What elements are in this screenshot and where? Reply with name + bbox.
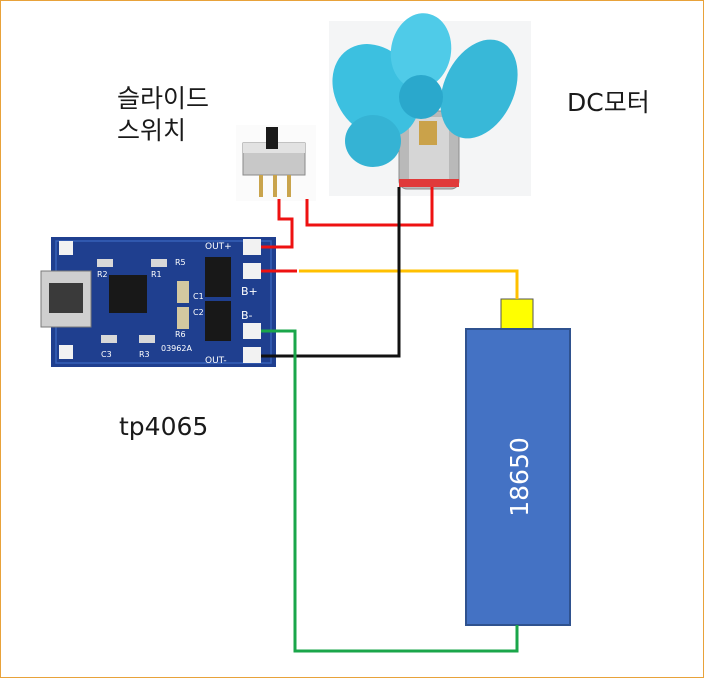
component-r1 [151, 259, 167, 267]
silk-chip-code: 03962A [161, 344, 192, 353]
silk-r5: R5 [175, 258, 186, 267]
component-c1 [177, 281, 189, 303]
silk-out-minus: OUT- [205, 356, 227, 366]
micro-usb-opening [49, 283, 83, 313]
silk-r3: R3 [139, 350, 150, 359]
battery-18650: 18650 [465, 298, 571, 626]
battery-label: 18650 [505, 437, 534, 517]
motor-copper-shaft [419, 121, 437, 145]
wire-black-motor-to-out-minus [261, 187, 401, 358]
fan-blade-top [390, 13, 452, 89]
mosfet-ic [205, 301, 231, 341]
switch-pin-2 [273, 175, 277, 197]
silk-r1: R1 [151, 270, 162, 279]
battery-positive-cap [500, 298, 534, 330]
component-c2 [177, 307, 189, 329]
charger-ic [109, 275, 147, 313]
charger-module-label: tp4065 [119, 412, 209, 441]
fan-blade-right [440, 39, 518, 139]
silk-b-minus: B- [241, 309, 253, 322]
wires [261, 187, 519, 653]
slide-switch-label-line1: 슬라이드 [117, 84, 210, 113]
switch-pin-3 [287, 175, 291, 197]
fan-blade-bottom [345, 115, 401, 167]
motor-red-base [399, 179, 459, 187]
silk-r2: R2 [97, 270, 108, 279]
silk-r6: R6 [175, 330, 186, 339]
wire-yellow-b-plus-to-battery [299, 269, 519, 299]
silk-c1: C1 [193, 292, 204, 301]
slide-switch [236, 125, 316, 201]
pad-b-minus [243, 323, 261, 339]
switch-pin-1 [259, 175, 263, 197]
pad-out-plus [243, 239, 261, 255]
slide-switch-label: 슬라이드 스위치 [117, 83, 247, 147]
battery-body [465, 328, 571, 626]
pad-in-plus [59, 241, 73, 255]
protection-ic [205, 257, 231, 297]
wire-red-switch-to-motor [305, 187, 434, 227]
pad-b-plus [243, 263, 261, 279]
silk-b-plus: B+ [241, 285, 258, 298]
charger-board: OUT+ B+ B- OUT- R2 R1 R5 R6 C1 C2 C3 R3 … [40, 237, 276, 367]
pad-in-minus [59, 345, 73, 359]
slide-switch-label-line2: 스위치 [117, 116, 187, 145]
fan-hub [399, 75, 443, 119]
pad-out-minus [243, 347, 261, 363]
component-r3 [139, 335, 155, 343]
silk-c3: C3 [101, 350, 112, 359]
dc-motor-fan [329, 13, 531, 196]
silk-out-plus: OUT+ [205, 242, 232, 252]
switch-actuator [266, 127, 278, 149]
component-c3 [101, 335, 117, 343]
wire-green-b-minus-to-battery [261, 329, 519, 653]
dc-motor-label: DC모터 [567, 88, 650, 117]
component-r2 [97, 259, 113, 267]
wire-red-switch-to-out-plus [261, 199, 294, 249]
silk-c2: C2 [193, 308, 204, 317]
